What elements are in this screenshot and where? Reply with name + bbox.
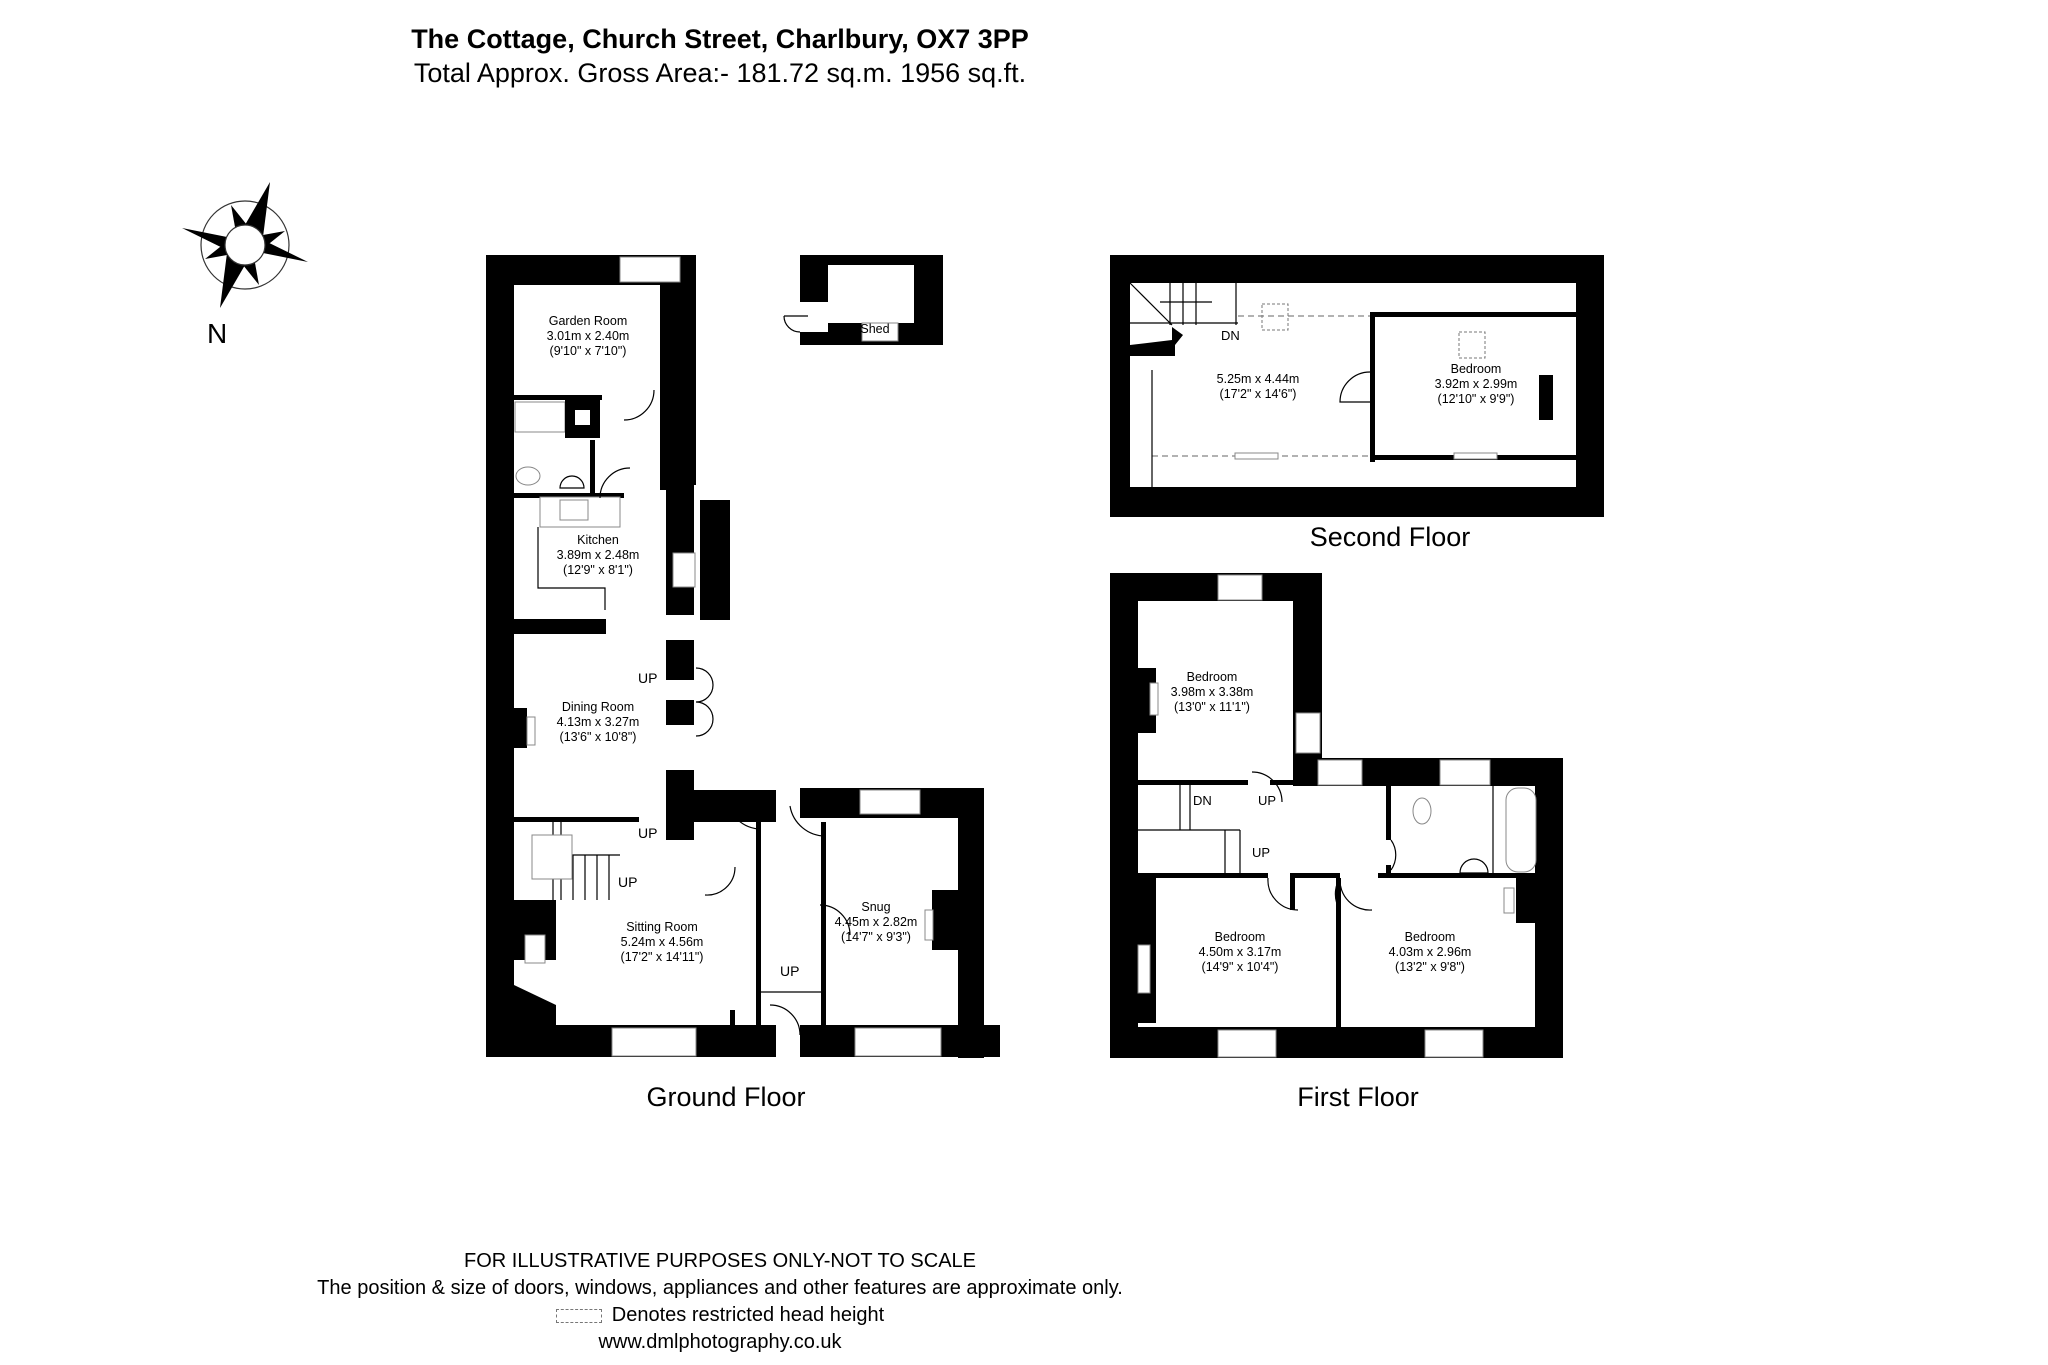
stair-label-dn: DN xyxy=(1221,328,1240,343)
first-floor-plan xyxy=(1110,573,1563,1058)
header: The Cottage, Church Street, Charlbury, O… xyxy=(0,22,1440,90)
room-shed: Shed xyxy=(860,322,890,336)
room-snug: Snug 4.45m x 2.82m (14'7" x 9'3") xyxy=(834,900,918,944)
second-floor-staircase xyxy=(1129,282,1238,356)
not-to-scale-note: FOR ILLUSTRATIVE PURPOSES ONLY-NOT TO SC… xyxy=(464,1250,976,1272)
property-address-title: The Cottage, Church Street, Charlbury, O… xyxy=(411,24,1029,54)
stair-label-up: UP xyxy=(618,874,638,890)
first-floor-label: First Floor xyxy=(1297,1082,1419,1112)
restricted-height-legend: Denotes restricted head height xyxy=(0,1302,1440,1329)
stair-label-up: UP xyxy=(638,825,658,841)
disclaimer-footer: FOR ILLUSTRATIVE PURPOSES ONLY-NOT TO SC… xyxy=(0,1248,1440,1356)
room-dining-room: Dining Room 4.13m x 3.27m (13'6" x 10'8"… xyxy=(556,700,640,744)
room-kitchen: Kitchen 3.89m x 2.48m (12'9" x 8'1") xyxy=(556,533,640,577)
second-floor-plan xyxy=(1110,255,1604,517)
stair-label-dn: DN xyxy=(1193,793,1212,808)
website-link[interactable]: www.dmlphotography.co.uk xyxy=(598,1331,842,1353)
ground-floor-label: Ground Floor xyxy=(646,1082,806,1112)
dashed-box-icon xyxy=(555,1308,602,1323)
second-floor-label: Second Floor xyxy=(1309,522,1471,552)
stair-label-up: UP xyxy=(1258,793,1277,808)
room-first-floor-bedroom-1: Bedroom 3.98m x 3.38m (13'0" x 11'1") xyxy=(1170,670,1254,714)
room-garden-room: Garden Room 3.01m x 2.40m (9'10" x 7'10"… xyxy=(546,314,630,358)
first-floor-staircase xyxy=(1138,785,1241,873)
room-second-floor-bedroom: Bedroom 3.92m x 2.99m (12'10" x 9'9") xyxy=(1434,362,1518,406)
room-first-floor-bedroom-2: Bedroom 4.50m x 3.17m (14'9" x 10'4") xyxy=(1198,930,1282,974)
compass-rose-icon xyxy=(182,182,308,308)
stair-label-up: UP xyxy=(638,670,658,686)
compass-north-label: N xyxy=(207,318,228,349)
ground-floor-plan xyxy=(486,255,1000,1058)
room-first-floor-bedroom-3: Bedroom 4.03m x 2.96m (13'2" x 9'8") xyxy=(1388,930,1472,974)
shed-plan xyxy=(783,255,943,345)
ground-staircase xyxy=(531,822,620,900)
gross-area-subtitle: Total Approx. Gross Area:- 181.72 sq.m. … xyxy=(413,58,1027,88)
stair-label-up: UP xyxy=(780,963,800,979)
approximation-note: The position & size of doors, windows, a… xyxy=(317,1277,1123,1299)
stair-label-up: UP xyxy=(1252,845,1271,860)
room-sitting-room: Sitting Room 5.24m x 4.56m (17'2" x 14'1… xyxy=(620,920,704,964)
room-second-floor-landing: 5.25m x 4.44m (17'2" x 14'6") xyxy=(1216,372,1300,401)
